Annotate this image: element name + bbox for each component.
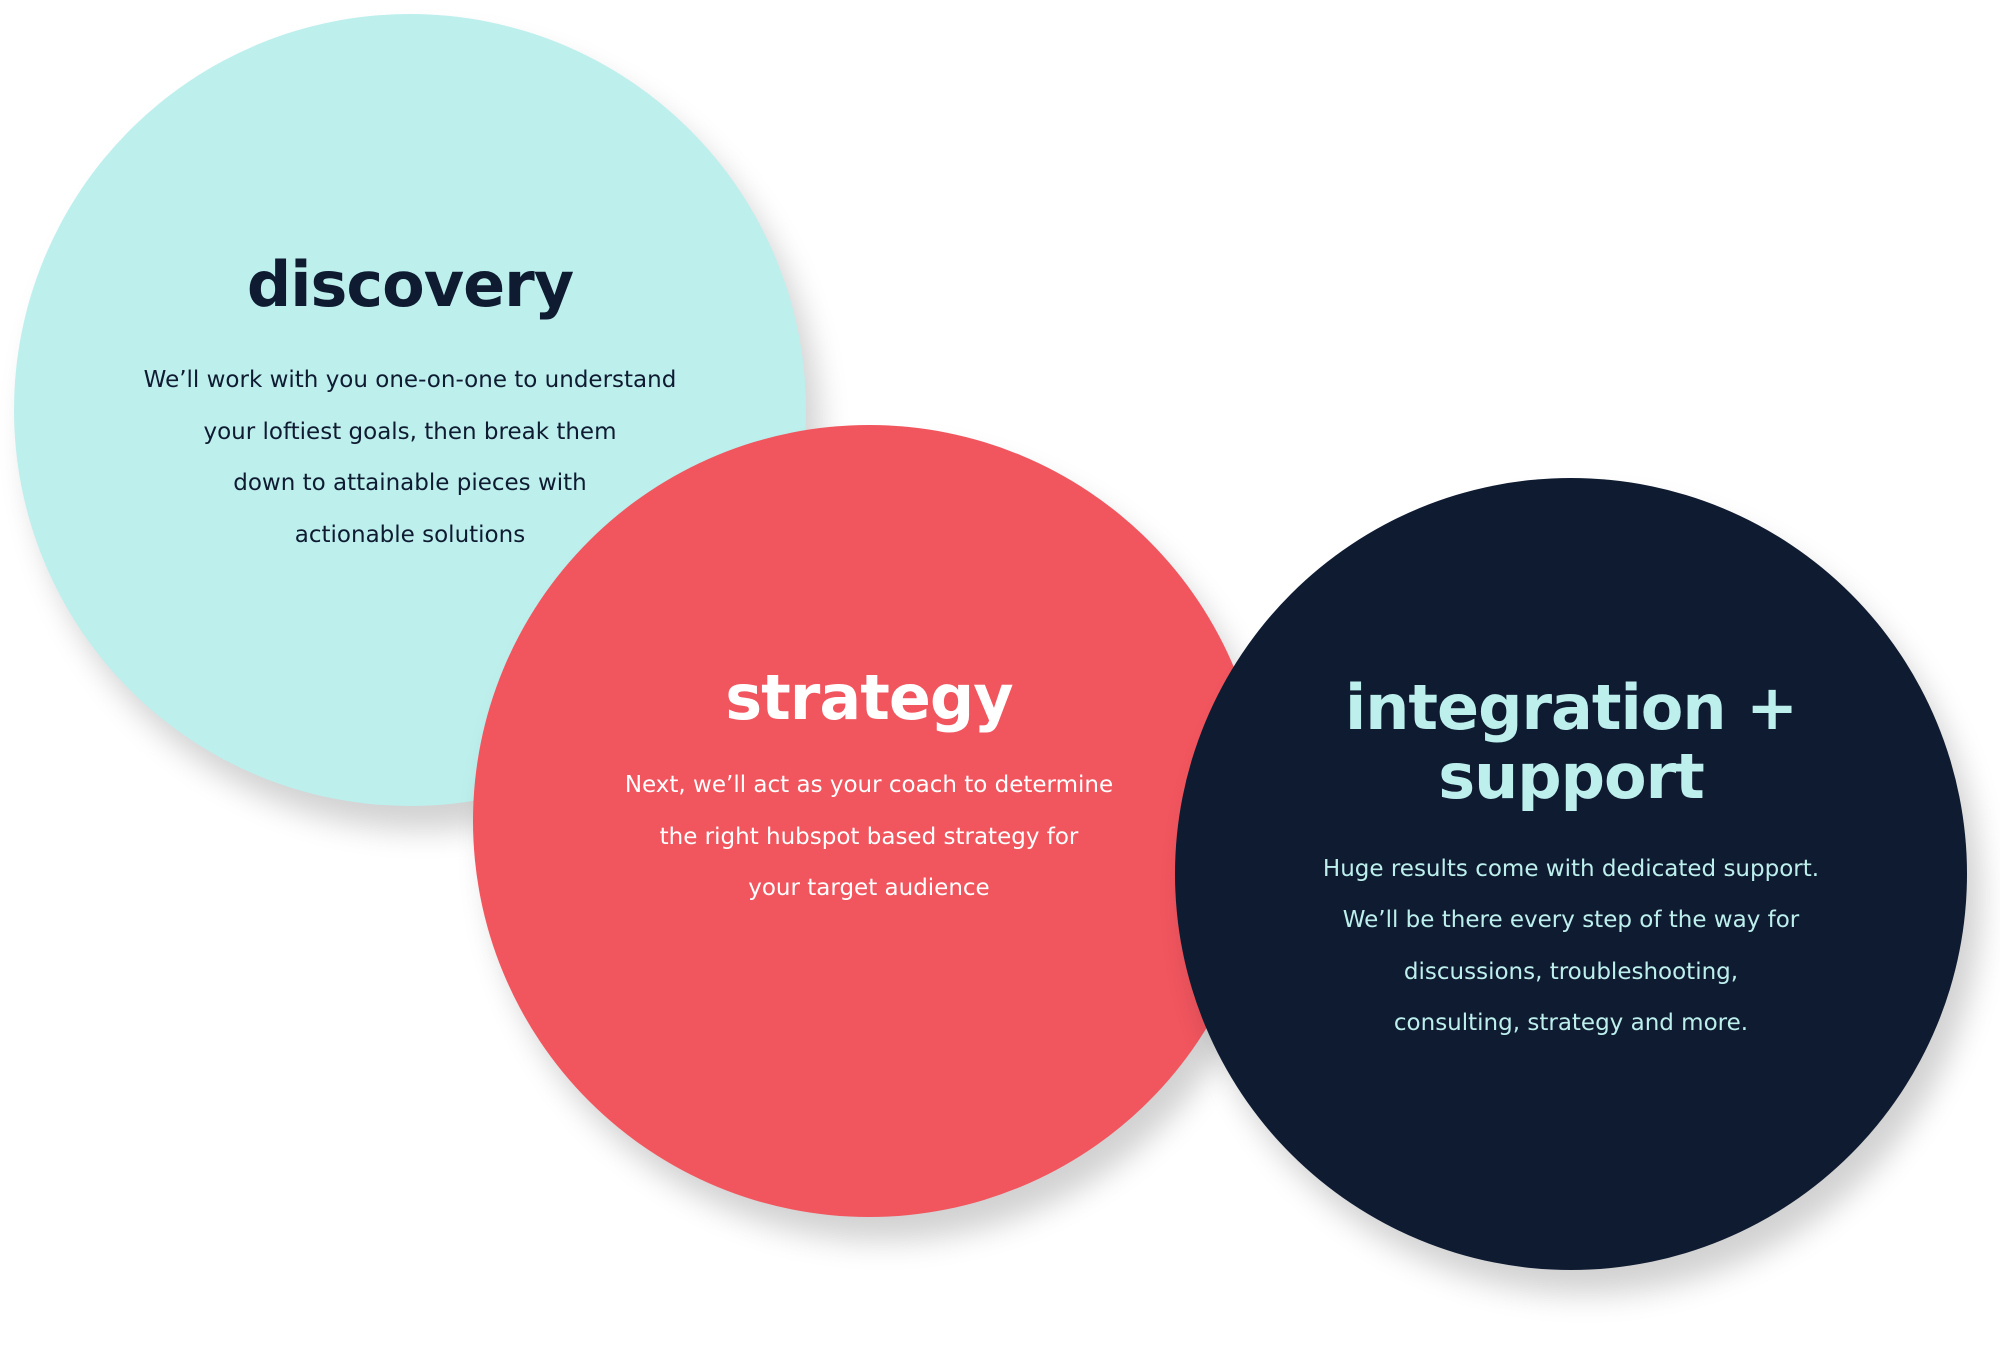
strategy-circle: strategy Next, we’ll act as your coach t… [473,425,1265,1217]
integration-support-title: integration + support [1344,671,1798,814]
discovery-description: We’ll work with you one-on-one to unders… [143,367,677,548]
integration-support-circle: integration + support Huge results come … [1175,478,1967,1270]
strategy-description: Next, we’ll act as your coach to determi… [624,772,1114,902]
discovery-title: discovery [246,248,574,321]
strategy-title: strategy [725,661,1013,734]
discovery-circle: discovery We’ll work with you one-on-one… [14,14,806,806]
integration-support-description: Huge results come with dedicated support… [1322,855,1820,1037]
